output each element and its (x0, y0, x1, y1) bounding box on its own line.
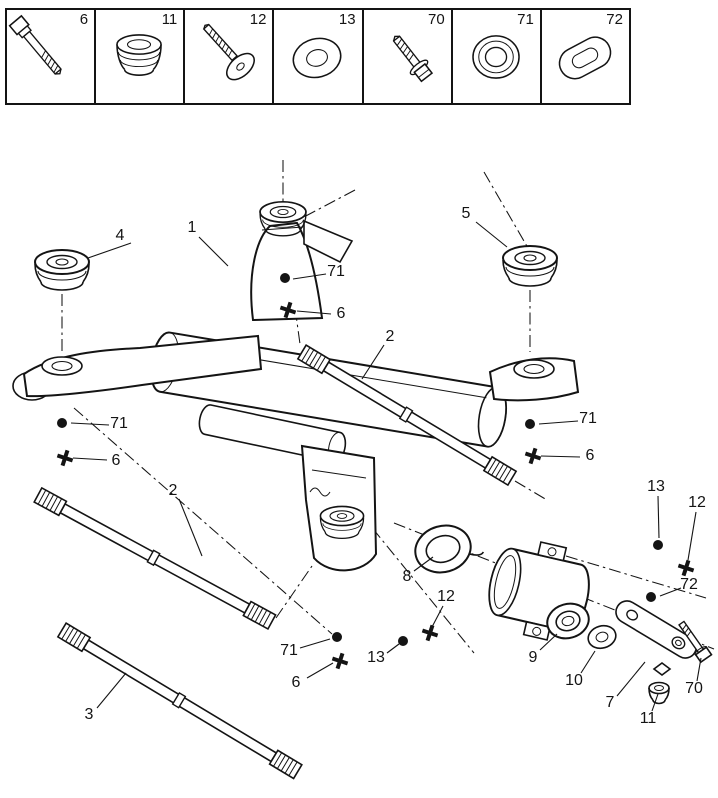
center-mount-arm (250, 200, 354, 322)
legend-label-72: 72 (606, 11, 623, 28)
legend-cell-71: 71 (453, 10, 542, 103)
legend-cell-6: 6 (7, 10, 97, 103)
oblong-plate-icon (558, 36, 612, 80)
washer-head-screw-icon (203, 23, 256, 81)
long-bolt-icon (8, 14, 62, 75)
nut-diamond (652, 662, 672, 676)
legend-cell-70: 70 (364, 10, 453, 103)
legend-cell-11: 11 (96, 10, 186, 103)
legend-label-11: 11 (161, 11, 178, 28)
torsion-bar-middle (33, 487, 277, 630)
left-trailing-arm (12, 334, 263, 401)
washer-icon (292, 37, 342, 79)
bearing-housing (488, 541, 590, 641)
fasteners-legend: 6 11 (5, 8, 631, 105)
torsion-bar-lower (57, 622, 303, 780)
leader-lines (70, 221, 702, 712)
legend-cell-72: 72 (542, 10, 629, 103)
flange-bolt-icon (392, 35, 433, 83)
bushing-4 (34, 249, 90, 291)
legend-label-12: 12 (249, 11, 267, 28)
blind-plug-icon (116, 34, 162, 76)
pivot-bushing-8 (414, 524, 485, 574)
plug-11 (648, 681, 670, 705)
legend-label-6: 6 (79, 11, 89, 28)
bearing-9 (546, 602, 590, 640)
legend-label-13: 13 (338, 11, 356, 28)
legend-cell-12: 12 (185, 10, 275, 103)
torsion-bar-upper (297, 344, 517, 486)
lower-center-bracket (300, 444, 378, 572)
washer-10 (587, 624, 617, 650)
bushing-5 (502, 245, 558, 287)
legend-cell-13: 13 (274, 10, 364, 103)
right-trailing-arm (488, 357, 580, 402)
legend-label-71: 71 (517, 11, 534, 28)
bolt-70-part (678, 620, 713, 664)
link-arm-7 (615, 600, 698, 659)
large-washer-icon (471, 35, 520, 79)
legend-label-70: 70 (428, 11, 445, 28)
